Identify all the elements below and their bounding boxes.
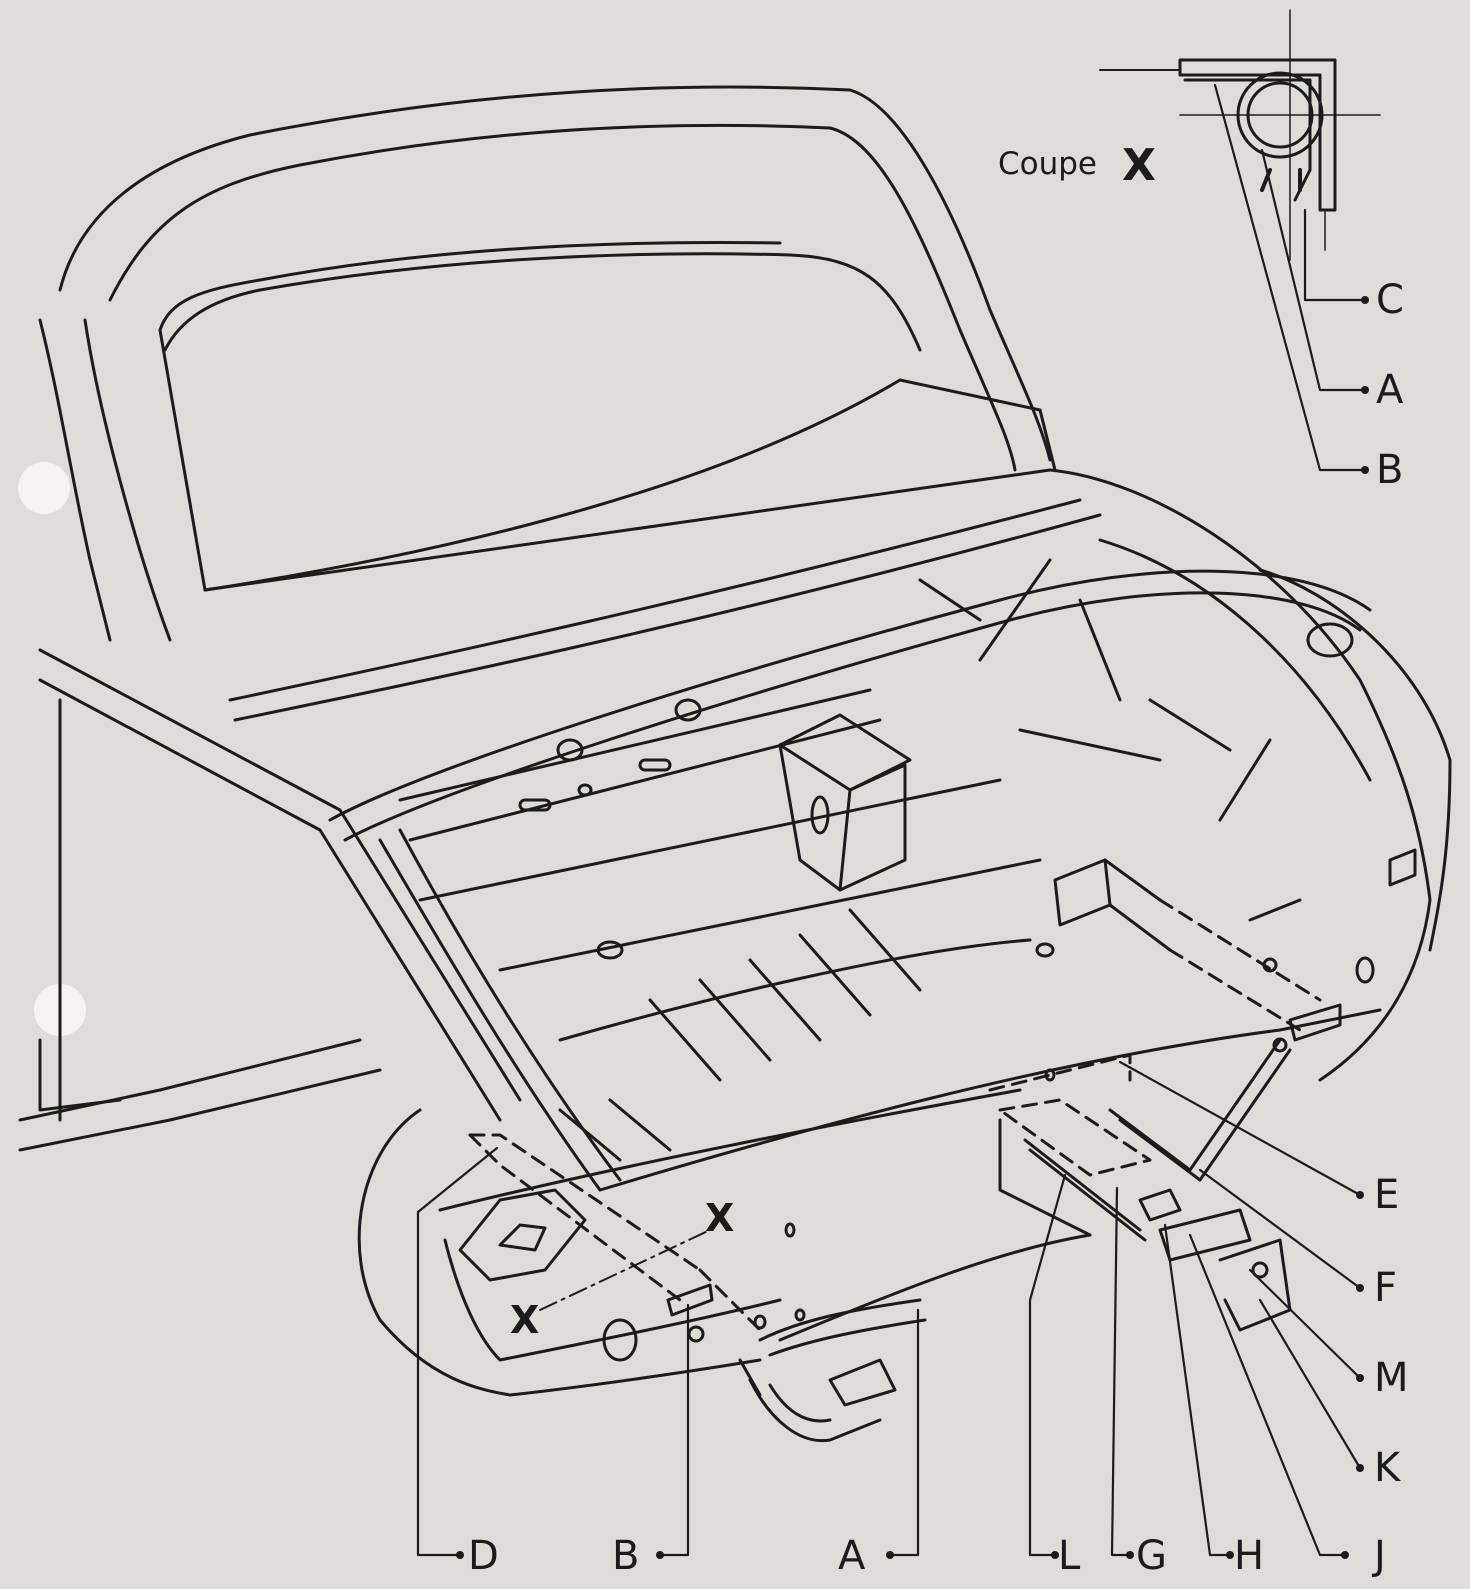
callout-d: D bbox=[468, 1533, 499, 1579]
section-view-title: Coupe bbox=[998, 146, 1098, 182]
callout-g: G bbox=[1136, 1533, 1167, 1579]
bottom-leaders bbox=[416, 1146, 1347, 1557]
right-fender bbox=[918, 468, 1452, 1082]
boot-opening bbox=[328, 569, 1382, 1192]
center-box bbox=[778, 713, 912, 892]
callout-section-b: B bbox=[1376, 447, 1404, 493]
callout-section-c: C bbox=[1376, 277, 1404, 323]
callout-h: H bbox=[1234, 1533, 1265, 1579]
leader-dots bbox=[456, 296, 1369, 1559]
towing-bracket bbox=[738, 1298, 927, 1443]
parcel-shelf bbox=[203, 378, 1102, 722]
right-leaders bbox=[1118, 1060, 1362, 1470]
rear-panel bbox=[357, 1088, 1022, 1397]
callout-l: L bbox=[1058, 1533, 1081, 1579]
callout-e: E bbox=[1374, 1172, 1400, 1218]
left-rail-end bbox=[666, 1283, 714, 1343]
section-line bbox=[539, 1229, 711, 1311]
cross-member bbox=[398, 688, 882, 842]
callout-k: K bbox=[1374, 1445, 1401, 1491]
callout-j: J bbox=[1374, 1533, 1386, 1579]
callout-a-bottom: A bbox=[838, 1533, 866, 1579]
binder-hole-top bbox=[18, 462, 70, 514]
section-leaders bbox=[1213, 83, 1367, 472]
boot-floor bbox=[418, 778, 1042, 1162]
section-view-mark: X bbox=[1122, 140, 1156, 191]
rear-window bbox=[158, 241, 1052, 592]
callout-f: F bbox=[1374, 1265, 1398, 1311]
left-rail bbox=[468, 1133, 762, 1332]
section-view bbox=[1099, 9, 1381, 261]
callout-section-a: A bbox=[1376, 367, 1404, 413]
section-mark-upper: X bbox=[705, 1196, 735, 1240]
callout-m: M bbox=[1374, 1355, 1409, 1401]
callout-b-bottom: B bbox=[612, 1533, 640, 1579]
left-pillar bbox=[18, 648, 522, 1152]
right-rail bbox=[1035, 858, 1342, 1053]
section-mark-lower: X bbox=[510, 1298, 540, 1342]
roof-frame bbox=[38, 85, 1052, 642]
